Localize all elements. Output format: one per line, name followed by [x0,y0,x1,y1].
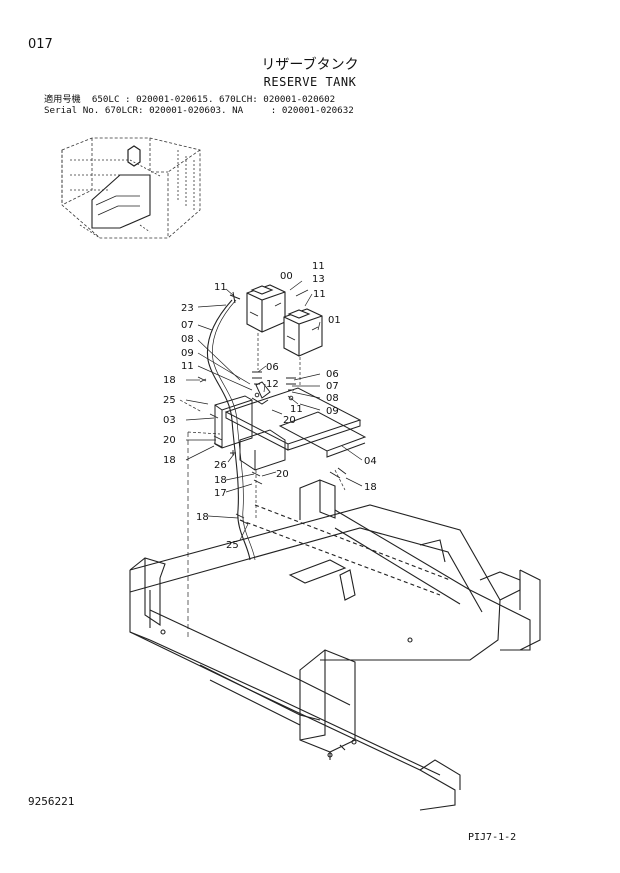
callout-11: 11 [312,261,325,272]
callout-18: 18 [196,512,209,523]
callout-04: 04 [364,456,377,467]
callout-06: 06 [326,369,339,380]
callout-leaders [185,280,363,541]
callout-11: 11 [290,404,303,415]
page-title-en: RESERVE TANK [263,75,357,89]
callout-07: 07 [326,381,339,392]
document-number: 9256221 [28,795,75,808]
callout-11: 11 [313,289,326,300]
page-number: 017 [28,37,53,52]
callout-25: 25 [226,540,239,551]
callout-08: 08 [181,334,194,345]
callout-18: 18 [163,375,176,386]
upper-frame-structure [129,479,541,811]
callout-18: 18 [163,455,176,466]
callout-20: 20 [283,415,296,426]
callout-07: 07 [181,320,194,331]
callout-labels: 11 11 00 13 11 23 01 07 08 09 11 06 06 1… [163,261,377,551]
callout-23: 23 [181,303,194,314]
callout-11: 11 [181,361,194,372]
callout-26: 26 [214,460,227,471]
callout-09: 09 [181,348,194,359]
callout-25: 25 [163,395,176,406]
callout-18: 18 [364,482,377,493]
callout-18: 18 [214,475,227,486]
locator-inset-diagram [61,137,201,239]
callout-20: 20 [276,469,289,480]
callout-11: 11 [214,282,227,293]
callout-09: 09 [326,406,339,417]
callout-06: 06 [266,362,279,373]
mounting-brackets [214,381,367,471]
hose-and-leaders [179,291,347,640]
callout-01: 01 [328,315,341,326]
page-title-jp: リザーブタンク [261,57,359,73]
callout-13: 13 [312,274,325,285]
callout-17: 17 [214,488,227,499]
callout-00: 00 [280,271,293,282]
serial-applicability-line-2: Serial No. 670LCR: 020001-020603. NA : 0… [44,105,354,116]
page-reference: PIJ7-1-2 [468,832,517,843]
callout-03: 03 [163,415,176,426]
serial-applicability-line-1: 適用号機 650LC : 020001-020615. 670LCH: 0200… [44,94,336,105]
callout-08: 08 [326,393,339,404]
callout-12: 12 [266,379,279,390]
reserve-tank-assembly [246,284,323,357]
callout-20: 20 [163,435,176,446]
